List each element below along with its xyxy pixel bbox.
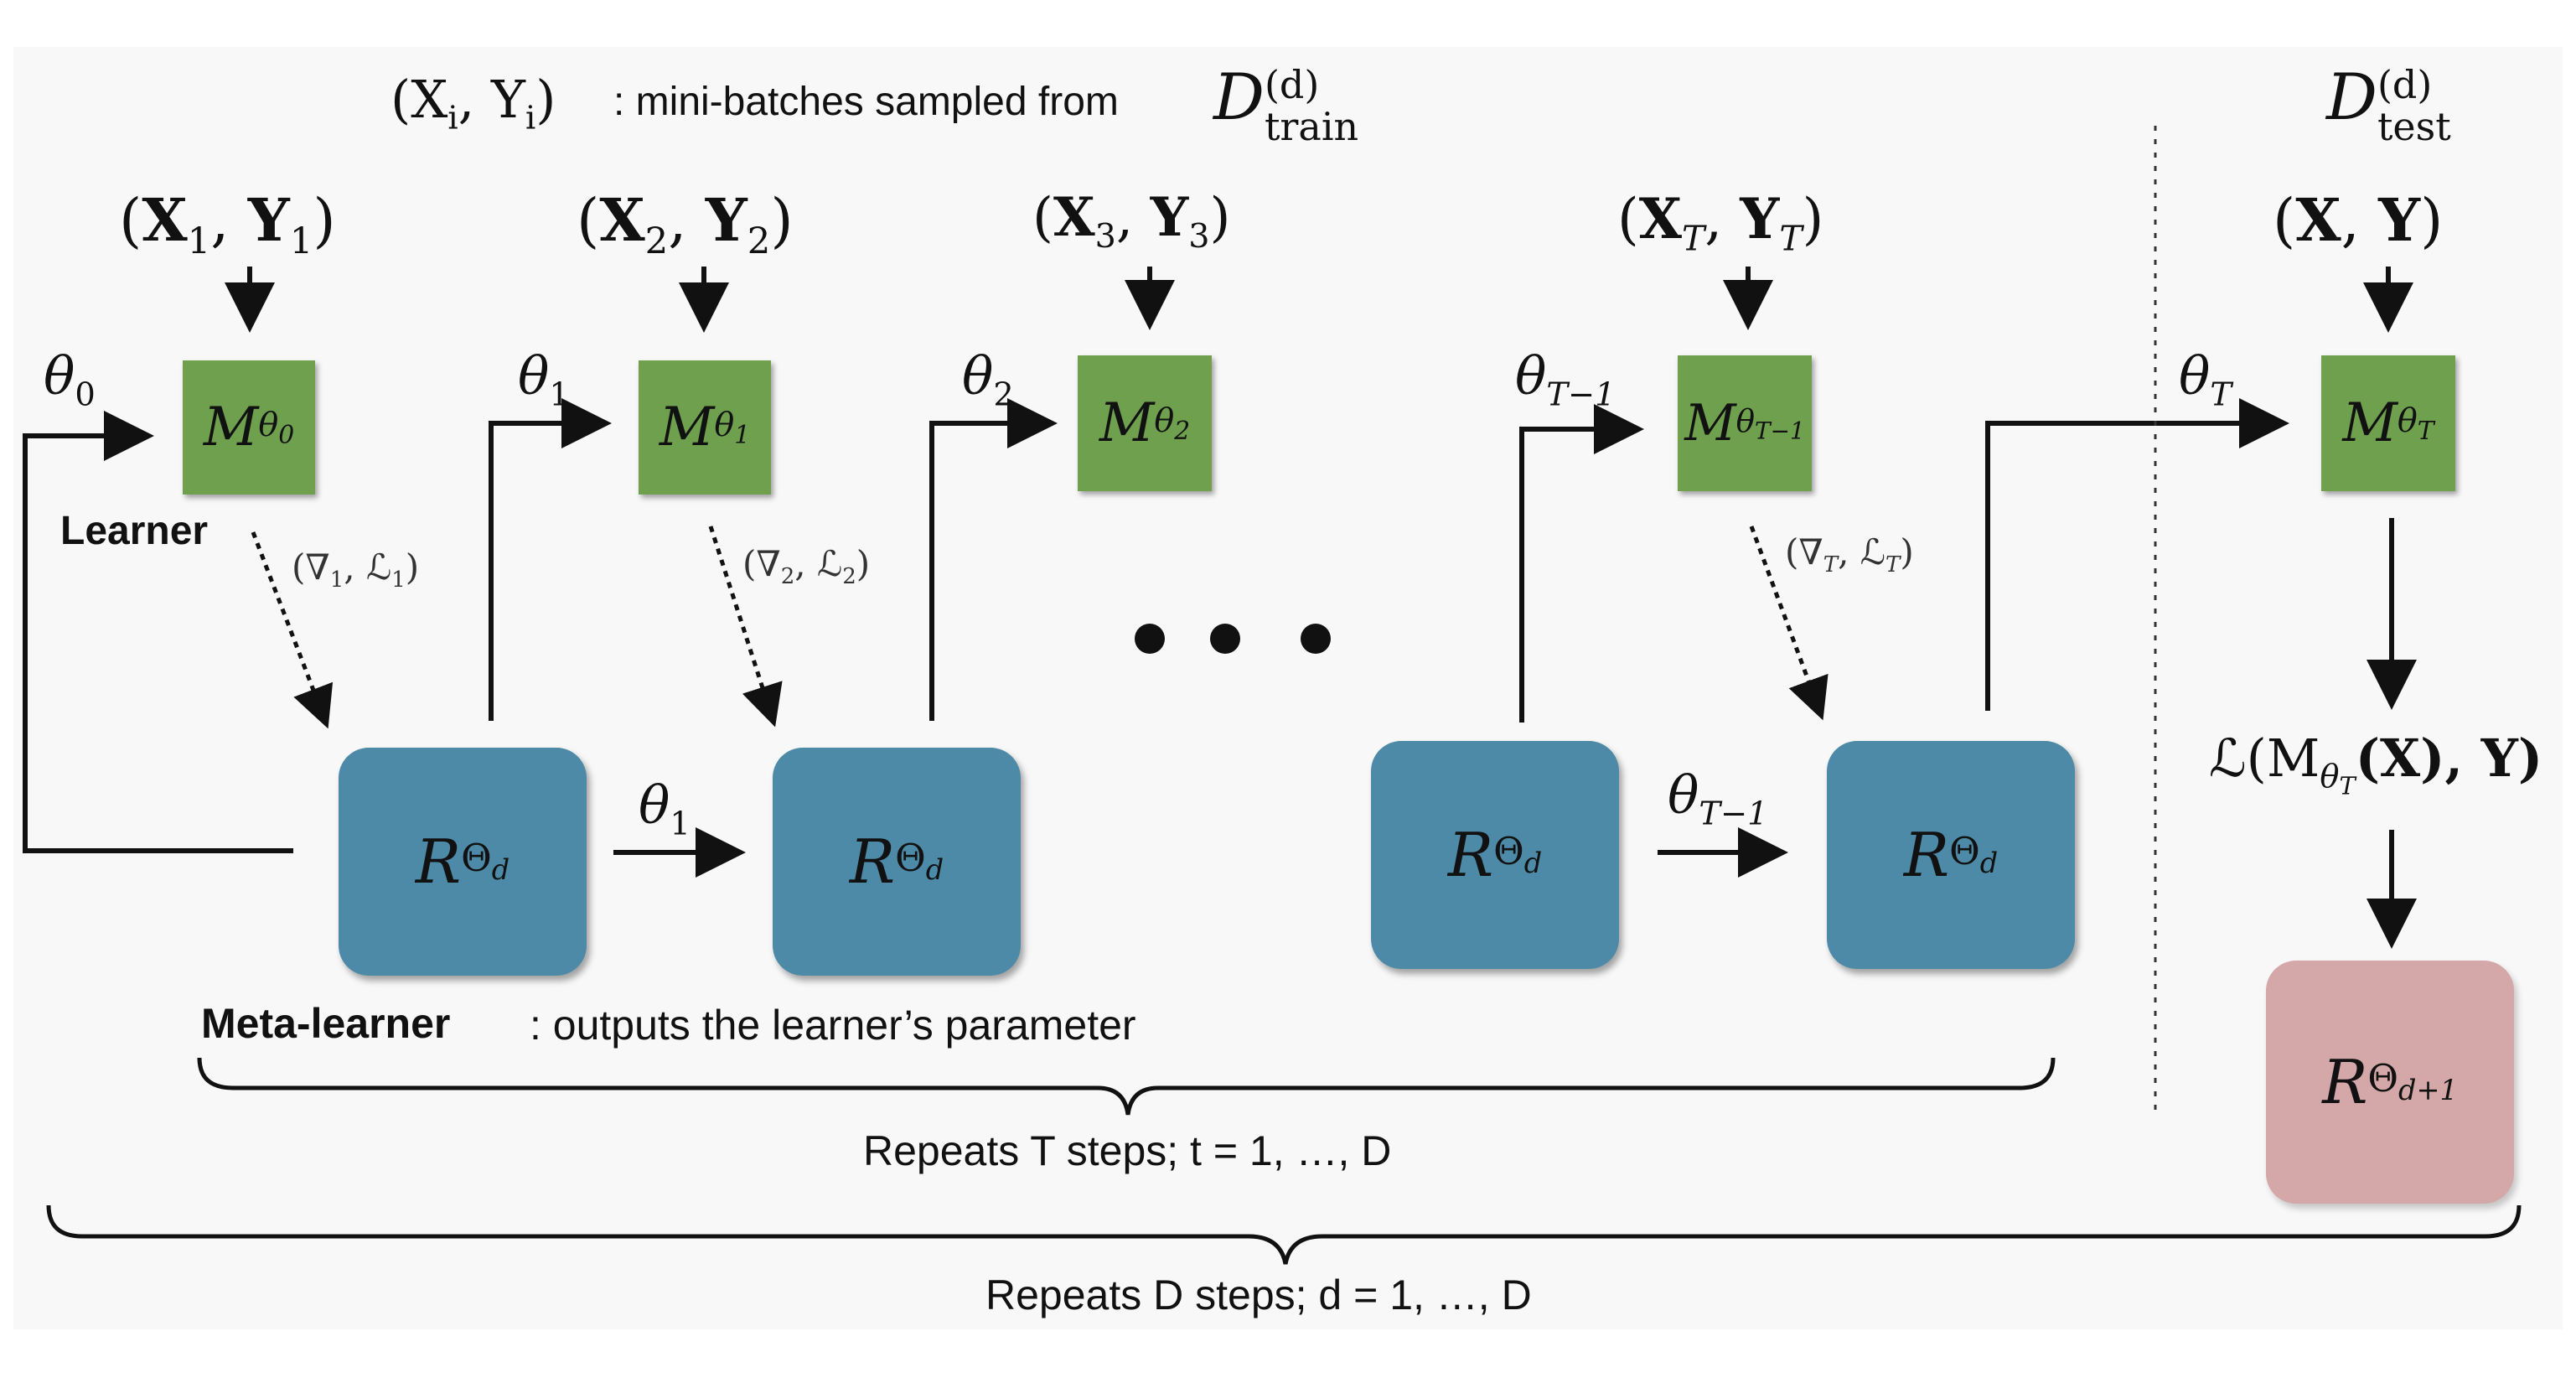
theta0-path	[23, 411, 293, 853]
input-pair-3: (X3, Y3)	[1032, 186, 1231, 256]
input-pair-1: (X1, Y1)	[119, 185, 336, 263]
thetaT1-up-path	[1519, 404, 1644, 723]
theta-2-label: θ2	[962, 345, 1014, 414]
diagram-background	[13, 47, 2563, 1329]
test-dataset-label: D(d)test	[2326, 60, 2451, 149]
minibatch-notation: (Xi, Yi)	[391, 69, 556, 137]
input-pair-t: (XT, YT)	[1617, 186, 1824, 259]
theta2-up-path	[929, 398, 1058, 721]
theta-0-label: θ0	[44, 345, 96, 414]
gradient-label-1: (∇1, ℒ1)	[292, 546, 420, 593]
repeat-outer-label: Repeats D steps; d = 1, …, D	[985, 1272, 1532, 1318]
repeat-inner-label: Repeats T steps; t = 1, …, D	[863, 1127, 1392, 1174]
gradient-arrow-t	[1749, 526, 1829, 721]
thetaT-path	[1985, 398, 2289, 711]
ellipsis-dot	[1135, 624, 1165, 654]
theta-1-label: θ1	[518, 345, 570, 414]
gradient-arrow-1	[251, 531, 334, 729]
meta-learner-label: Meta-learner	[201, 1000, 451, 1047]
gradient-label-t: (∇T, ℒT)	[1785, 531, 1914, 578]
gradient-label-2: (∇2, ℒ2)	[742, 543, 871, 590]
ellipsis-dot	[1301, 624, 1331, 654]
theta-t-minus-1-label: θT−1	[1515, 345, 1616, 414]
outer-brace	[46, 1204, 2522, 1265]
train-dataset-label: D(d)train	[1213, 60, 1359, 149]
theta1-up-path	[489, 398, 612, 721]
theta-t-label: θT	[2179, 345, 2232, 414]
meta-learner-description: : outputs the learner’s parameter	[530, 1002, 1136, 1049]
ellipsis-dots	[1135, 624, 1331, 654]
inner-brace	[197, 1057, 2056, 1116]
minibatch-description: : mini-batches sampled from	[613, 80, 1119, 124]
theta-t-minus-1-bottom-label: θT−1	[1668, 764, 1768, 833]
input-pair-2: (X2, Y2)	[577, 185, 794, 263]
theta-1-bottom-label: θ1	[639, 774, 691, 843]
loss-expression: ℒ(MθT(X), Y)	[2209, 728, 2543, 801]
learner-label: Learner	[60, 509, 209, 553]
input-pair-test: (X, Y)	[2273, 185, 2444, 255]
gradient-arrow-2	[708, 526, 783, 728]
ellipsis-dot	[1210, 624, 1240, 654]
